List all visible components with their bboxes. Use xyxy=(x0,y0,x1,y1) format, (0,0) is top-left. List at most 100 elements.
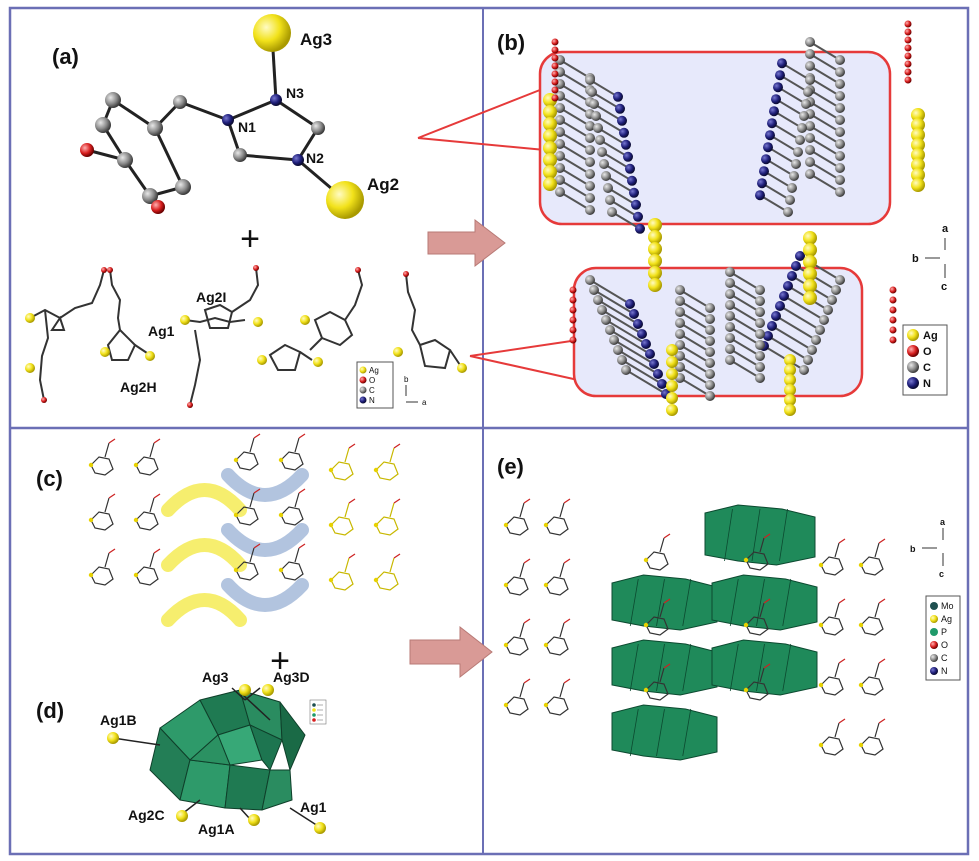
silver-atom xyxy=(328,467,334,473)
arrow-a-to-b xyxy=(427,218,506,268)
carbon-atom xyxy=(605,325,615,335)
carbon-atom xyxy=(595,135,605,145)
d-label-ag1a: Ag1A xyxy=(198,821,235,837)
ring xyxy=(330,571,354,591)
bond xyxy=(249,547,255,563)
carbon-atom xyxy=(555,175,565,185)
carbon-atom xyxy=(787,183,797,193)
panel-e-label: (e) xyxy=(497,454,524,479)
layer-bond xyxy=(763,345,805,371)
oxygen-atom xyxy=(569,286,577,294)
layer-atom xyxy=(775,301,785,311)
layer-bond xyxy=(729,293,761,313)
ring xyxy=(280,506,304,526)
silver-atom xyxy=(784,394,796,406)
bond xyxy=(663,598,671,604)
layer-atom xyxy=(615,103,625,114)
silver-atom xyxy=(818,742,824,748)
bond xyxy=(834,602,840,618)
bond xyxy=(763,533,771,539)
silver-atom xyxy=(373,577,379,583)
label-n2: N2 xyxy=(306,150,324,166)
layer-bond xyxy=(809,161,841,181)
layer-bond xyxy=(809,65,841,85)
framework-wireframe xyxy=(88,433,401,591)
carbon-atom xyxy=(811,335,821,345)
layer-bond xyxy=(611,211,641,230)
silver-atom xyxy=(818,562,824,568)
bond xyxy=(153,438,161,444)
ring xyxy=(235,451,259,471)
layer-bond xyxy=(775,98,805,117)
silver-atom xyxy=(88,572,94,578)
bond xyxy=(149,552,155,568)
layer-atom xyxy=(755,190,765,201)
silver-atom xyxy=(503,522,509,528)
carbon-atom xyxy=(555,163,565,173)
bond xyxy=(519,622,525,638)
silver-atom xyxy=(648,254,662,268)
layer-atom xyxy=(725,278,735,288)
bond xyxy=(253,433,261,439)
layer-bond xyxy=(589,279,631,305)
layer-atom xyxy=(775,70,785,81)
bond xyxy=(663,663,671,669)
bond xyxy=(874,602,880,618)
polyhedron-edge xyxy=(682,643,692,692)
layer-atom xyxy=(805,157,815,167)
carbon-atom xyxy=(597,305,607,315)
oxygen-atom xyxy=(551,54,559,62)
layer-atom xyxy=(783,281,793,291)
ring xyxy=(330,461,354,481)
silver-atom xyxy=(233,457,239,463)
silver-atom xyxy=(911,138,925,152)
layer-atom xyxy=(705,336,715,346)
layer-bond xyxy=(559,131,591,151)
ring xyxy=(545,576,569,596)
ring xyxy=(645,681,669,701)
oxygen-atom xyxy=(569,326,577,334)
carbon-atom xyxy=(675,296,685,306)
ring xyxy=(505,516,529,536)
bond xyxy=(108,438,116,444)
silver-atom xyxy=(543,642,549,648)
layer-bond xyxy=(559,143,591,163)
layer-bond xyxy=(809,41,841,61)
silver-atom xyxy=(543,105,557,119)
layer-atom xyxy=(767,321,777,331)
carbon-atom xyxy=(601,171,611,181)
framework-layers xyxy=(543,20,925,416)
carbon-atom xyxy=(785,195,795,205)
bond xyxy=(294,492,300,508)
layer-atom xyxy=(771,311,781,321)
oxygen-atom xyxy=(551,86,559,94)
ring xyxy=(820,676,844,696)
ring xyxy=(235,506,259,526)
layer-atom xyxy=(705,369,715,379)
carbon-atom xyxy=(755,351,765,361)
panel-b-label: (b) xyxy=(497,30,525,55)
layer-atom xyxy=(617,115,627,126)
carbon-atom xyxy=(823,305,833,315)
chain-highlights xyxy=(161,468,309,627)
layer-atom xyxy=(805,121,815,131)
carbon-atom xyxy=(807,345,817,355)
layer-bond xyxy=(729,304,761,324)
panel-d: (d) xyxy=(36,669,327,837)
legend-panel-e: Mo Ag P O C N xyxy=(925,595,961,681)
silver-atom xyxy=(648,278,662,292)
legend-a-ag: Ag xyxy=(369,366,379,375)
bond xyxy=(298,543,306,549)
layer-bond xyxy=(809,89,841,109)
layer-bond xyxy=(761,182,791,201)
oxygen-atom xyxy=(889,286,897,294)
layer-bond xyxy=(609,329,651,355)
bond xyxy=(874,542,880,558)
bond xyxy=(763,663,771,669)
layer-bond xyxy=(595,115,625,134)
bond xyxy=(294,437,300,453)
layer-bond xyxy=(759,194,789,213)
axes-panel-b: a b c xyxy=(912,223,949,293)
bond xyxy=(389,502,395,518)
silver-atom xyxy=(278,567,284,573)
